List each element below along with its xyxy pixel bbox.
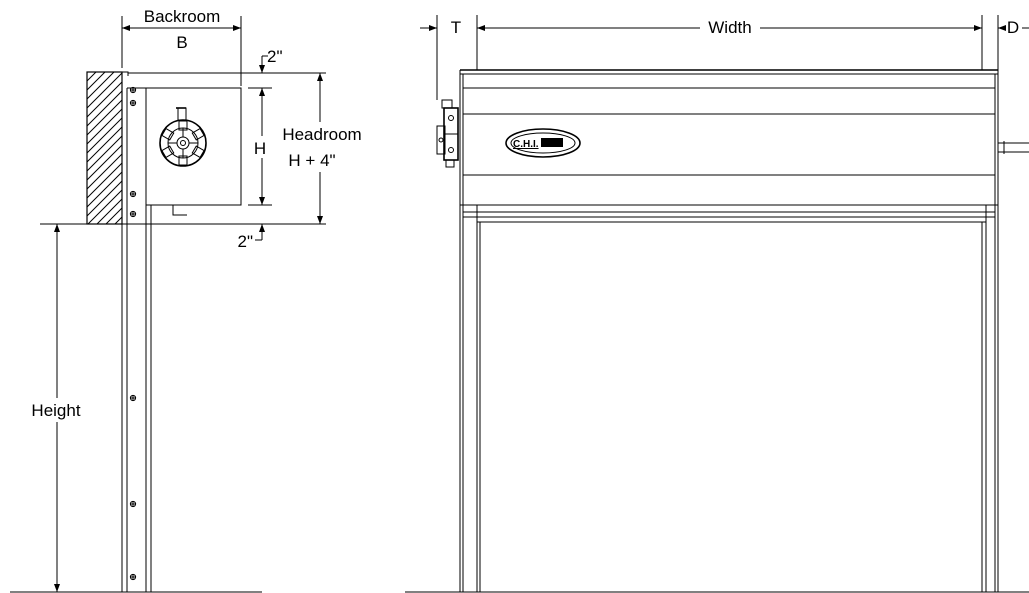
hood-bracket <box>172 205 187 216</box>
arrow-right <box>429 25 437 31</box>
arrow-right <box>974 25 982 31</box>
bottom-clearance-dimension: 2" <box>238 224 265 251</box>
label-backdrop <box>22 398 92 422</box>
screw <box>129 86 137 94</box>
drum-hub <box>176 136 190 150</box>
hatch-line <box>86 108 123 145</box>
screw <box>129 500 137 508</box>
motor-top <box>441 99 453 109</box>
hatch-line <box>86 71 106 91</box>
arrow-up <box>259 224 265 232</box>
hatch-line <box>86 99 123 136</box>
operator-motor <box>436 99 459 168</box>
width-dimension: Width <box>477 16 982 38</box>
arrow-left <box>477 25 485 31</box>
hatch-line <box>86 71 115 100</box>
hood-height-label: H <box>254 139 266 158</box>
arrow-up <box>317 73 323 81</box>
motor-gearbox <box>436 125 446 155</box>
hatch-line <box>86 117 123 154</box>
hood-box <box>145 87 242 206</box>
screw <box>129 99 137 107</box>
arrow-down <box>259 65 265 73</box>
headroom-dim-label: H + 4" <box>288 151 335 170</box>
hatch-line <box>114 216 123 225</box>
arrow-down <box>317 216 323 224</box>
hatch-line <box>96 198 123 225</box>
hatch-line <box>86 144 123 181</box>
motor-bolt <box>438 137 444 143</box>
motor-base <box>445 159 455 168</box>
front-view: C.H.I. T <box>405 15 1029 593</box>
hatch-line <box>105 207 123 225</box>
hatch-line <box>86 180 123 217</box>
drum-roller <box>191 127 205 141</box>
label-backdrop <box>274 122 372 172</box>
drum-outer-ring <box>159 119 207 167</box>
hatch-line <box>86 126 123 163</box>
hatch-line <box>86 90 123 127</box>
drum-roller <box>161 145 175 159</box>
wall-hatching <box>86 71 123 225</box>
headroom-dimension: Headroom H + 4" <box>274 73 372 224</box>
logo-text: C.H.I. <box>513 139 539 150</box>
width-label: Width <box>708 18 751 37</box>
top-clearance-label: 2" <box>267 47 283 66</box>
hatch-line <box>86 81 123 118</box>
hatch-line <box>86 171 123 208</box>
hatch-line <box>86 153 123 190</box>
logo-outer-oval <box>505 128 581 158</box>
arrow-right <box>233 25 241 31</box>
screw <box>129 394 137 402</box>
t-dimension: T <box>420 18 461 37</box>
hood-height-dimension: H <box>248 87 272 206</box>
drum-axle <box>180 140 186 146</box>
logo-block <box>541 138 563 147</box>
backroom-dimension: Backroom B <box>121 7 242 86</box>
d-dimension: D <box>998 18 1029 37</box>
hood <box>460 69 998 223</box>
hatch-line <box>86 71 97 82</box>
drum-roller <box>161 127 175 141</box>
d-label: D <box>1007 18 1019 37</box>
arrow-left <box>998 25 1006 31</box>
label-backdrop <box>136 8 228 26</box>
backroom-label: Backroom <box>144 7 221 26</box>
drum <box>159 107 207 167</box>
bottom-clearance-label: 2" <box>238 232 254 251</box>
arrow-down <box>54 584 60 592</box>
screw <box>129 190 137 198</box>
arrow-down <box>259 197 265 205</box>
label-backdrop <box>700 16 760 38</box>
shaft-extension <box>998 141 1029 154</box>
side-view: Backroom B 2" H Headroom H + 4" <box>10 7 372 593</box>
height-dimension: Height <box>22 224 92 592</box>
hatch-line <box>86 72 123 109</box>
backroom-dim-label: B <box>176 33 187 52</box>
logo-inner-oval <box>510 132 576 154</box>
screw <box>129 210 137 218</box>
motor-bolt <box>448 147 454 153</box>
hatch-line <box>86 162 123 199</box>
t-label: T <box>451 18 461 37</box>
headroom-label: Headroom <box>282 125 361 144</box>
hatch-line <box>86 135 123 172</box>
arrow-left <box>122 25 130 31</box>
drum-roller <box>191 145 205 159</box>
drum-top-bracket <box>177 107 187 121</box>
top-clearance-dimension: 2" <box>259 47 283 73</box>
chi-logo: C.H.I. <box>505 128 581 158</box>
screw <box>129 573 137 581</box>
motor-bolt <box>448 115 454 121</box>
hatch-line <box>87 189 123 225</box>
height-label: Height <box>31 401 80 420</box>
arrow-up <box>54 224 60 232</box>
guide-top-hook <box>122 71 129 76</box>
arrow-up <box>259 88 265 96</box>
label-backdrop <box>252 136 268 158</box>
